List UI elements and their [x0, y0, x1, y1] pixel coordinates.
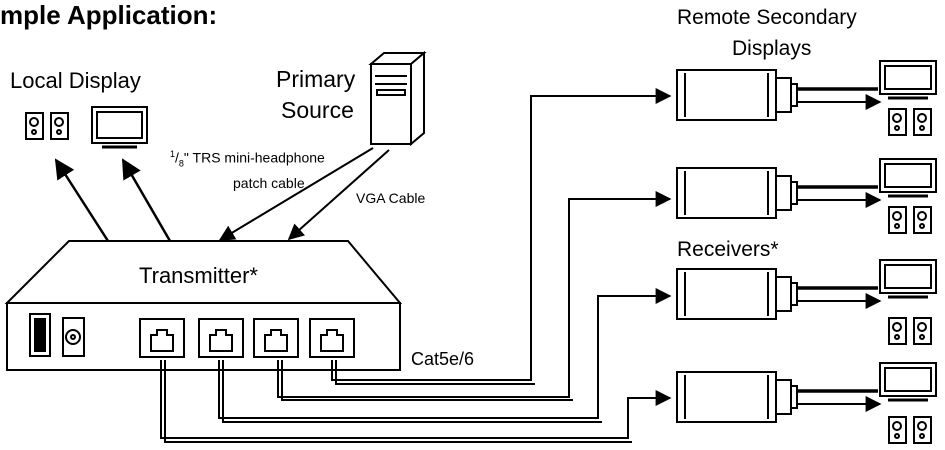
local-display-label: Local Display [10, 68, 141, 93]
receiver-units [676, 69, 798, 423]
trs-cable-label-line2: patch cable [233, 175, 305, 191]
local-output-arrows [54, 158, 172, 242]
local-speakers-icon [25, 112, 69, 140]
page-title: mple Application: [0, 0, 218, 30]
remote-displays-label-line2: Displays [732, 37, 812, 60]
vga-cable-label: VGA Cable [356, 190, 426, 206]
trs-fraction-denominator: 8 [178, 158, 184, 169]
cat-cable-lines [160, 88, 672, 443]
trs-cable-label: 1/8" TRS mini-headphone [170, 149, 325, 169]
remote-displays-label-line1: Remote Secondary [677, 6, 857, 29]
remote-output-lines [797, 87, 882, 412]
cat-cable-label: Cat5e/6 [411, 349, 475, 369]
trs-fraction-numerator: 1 [170, 149, 176, 159]
trs-cable-text: " TRS mini-headphone [183, 149, 325, 166]
primary-source-label-line1: Primary [276, 66, 356, 92]
transmitter-label: Transmitter* [139, 263, 258, 288]
source-input-arrows [218, 147, 390, 241]
computer-tower-icon [368, 50, 427, 147]
receivers-label: Receivers* [677, 238, 779, 261]
remote-monitor-icons [879, 60, 937, 402]
rj45-ports [139, 318, 355, 358]
remote-speaker-icons [888, 108, 932, 444]
local-monitor-icon [91, 106, 148, 149]
primary-source-label-line2: Source [281, 97, 354, 123]
